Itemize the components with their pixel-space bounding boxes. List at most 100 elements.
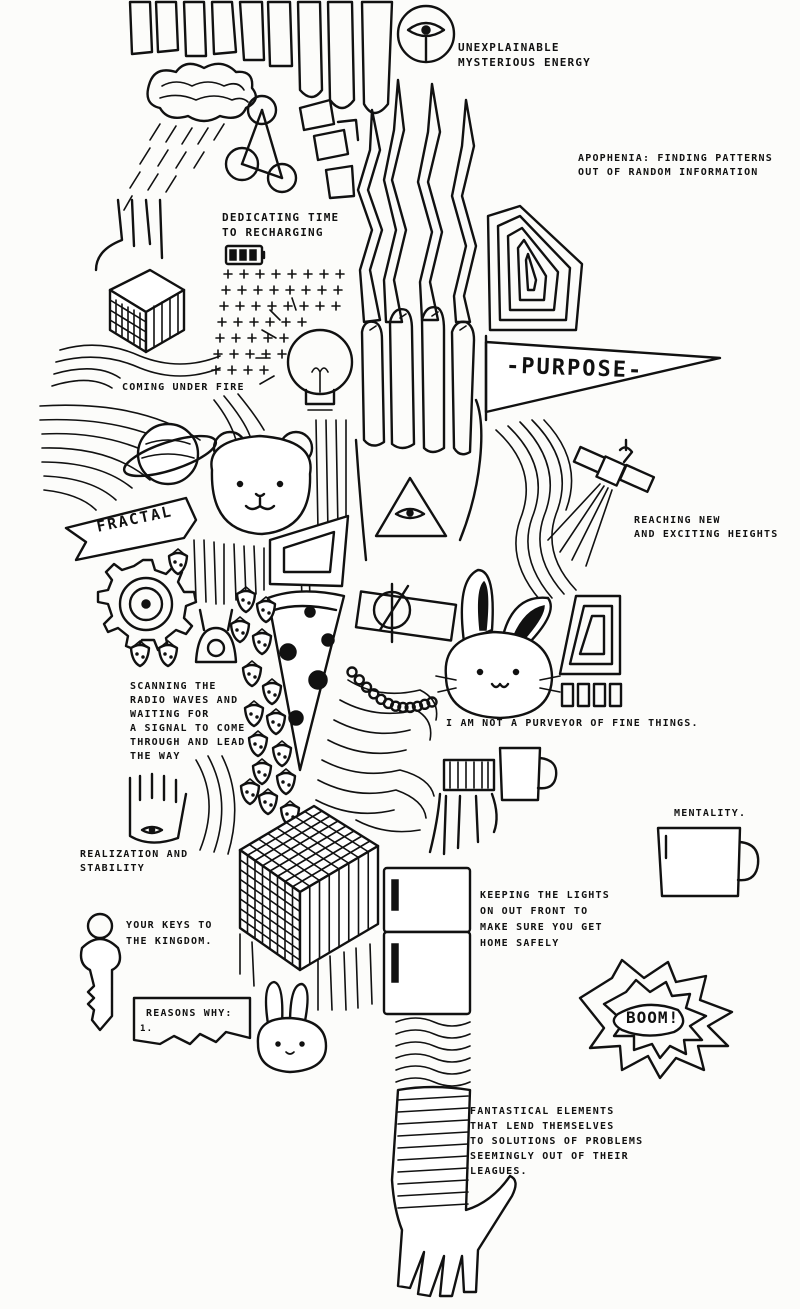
bicycle-icon: [224, 94, 298, 194]
note-reasons: REASONS WHY:: [146, 1008, 233, 1019]
plus-mark: [279, 333, 289, 343]
strawberry-icon: [167, 548, 189, 576]
plus-mark: [331, 301, 341, 311]
strawberry-icon: [275, 768, 297, 796]
bunny-icon: [435, 568, 561, 720]
plus-mark: [233, 317, 243, 327]
arm-wave-lines: [395, 1017, 471, 1087]
wave-line: [395, 1077, 471, 1087]
plus-mark: [271, 269, 281, 279]
plus-mark: [237, 285, 247, 295]
plus-mark: [243, 365, 253, 375]
plus-mark: [247, 333, 257, 343]
strawberry-icon: [241, 660, 263, 688]
plus-mark: [303, 269, 313, 279]
note-reasons-item: 1.: [140, 1024, 154, 1034]
plus-mark: [213, 349, 223, 359]
note-realization: REALIZATION AND STABILITY: [80, 848, 188, 876]
bead: [368, 688, 380, 700]
boom-text: BOOM!: [626, 1008, 680, 1027]
plus-mark: [251, 301, 261, 311]
ripple-lines-left: [39, 393, 265, 511]
note-line: AND EXCITING HEIGHTS: [634, 529, 779, 540]
note-line: OUT OF RANDOM INFORMATION: [578, 167, 759, 178]
wave-line: [395, 1017, 471, 1027]
note-line: THE WAY: [130, 751, 181, 762]
plus-grid: [211, 269, 345, 375]
lightbulb-icon: [255, 297, 354, 411]
strawberry-icon: [129, 640, 151, 668]
fractal-banner: [64, 496, 198, 562]
plus-mark: [253, 285, 263, 295]
spiral-icon: [486, 204, 584, 332]
reasons-box: [132, 996, 252, 1046]
plus-mark: [261, 349, 271, 359]
plus-mark: [263, 333, 273, 343]
wave-line: [395, 1053, 471, 1063]
hatch-lines: [193, 419, 347, 605]
mug-icon: [498, 746, 558, 802]
right-wave-strands: [495, 419, 577, 601]
plus-mark: [239, 269, 249, 279]
note-line: KEEPING THE LIGHTS: [480, 890, 610, 901]
glove-icon: [428, 758, 498, 856]
wavy-columns: [356, 78, 478, 324]
pennant-icon: [484, 334, 722, 422]
satellite-icon: [547, 438, 656, 567]
strawberry-icon: [261, 678, 283, 706]
plus-mark: [319, 269, 329, 279]
strawberry-icon: [251, 628, 273, 656]
note-line: FANTASTICAL ELEMENTS: [470, 1106, 615, 1117]
plus-mark: [285, 285, 295, 295]
note-coming-under-fire: COMING UNDER FIRE: [122, 382, 245, 393]
plus-mark: [249, 317, 259, 327]
bead: [389, 700, 402, 712]
plus-mark: [229, 349, 239, 359]
plus-mark: [299, 301, 309, 311]
strawberry-icon: [251, 758, 273, 786]
note-line: TO RECHARGING: [222, 226, 324, 239]
plus-mark: [227, 365, 237, 375]
plus-mark: [287, 269, 297, 279]
hanging-strips: [128, 0, 394, 115]
plus-mark: [255, 269, 265, 279]
bead: [426, 696, 438, 708]
wave-line: [395, 1065, 471, 1075]
note-mentality: MENTALITY.: [674, 808, 747, 819]
note-fantastical: FANTASTICAL ELEMENTS THAT LEND THEMSELVE…: [470, 1104, 643, 1179]
strawberry-icon: [229, 616, 251, 644]
note-apophenia: APOPHENIA: FINDING PATTERNS OUT OF RANDO…: [578, 152, 773, 180]
note-line: THE KINGDOM.: [126, 936, 213, 947]
battery-row: [560, 682, 623, 708]
plus-mark: [315, 301, 325, 311]
note-line: SEEMINGLY OUT OF THEIR: [470, 1151, 629, 1162]
plus-mark: [267, 301, 277, 311]
pizza-icon: [266, 514, 350, 772]
strawberry-icon: [265, 708, 287, 736]
plus-mark: [217, 317, 227, 327]
note-line: STABILITY: [80, 863, 145, 874]
hand-icon: [354, 306, 483, 562]
strawberry-icon: [271, 740, 293, 768]
planet-icon: [122, 422, 218, 486]
striped-arm-icon: [390, 1085, 517, 1298]
purpose-banner-text: -PURPOSE-: [505, 353, 644, 384]
spiral-square-icon: [558, 594, 622, 676]
cloud-icon: [123, 62, 258, 211]
strawberry-cluster: [129, 548, 301, 828]
bead: [353, 674, 365, 686]
grid-cube-icon: [238, 804, 380, 972]
strawberry-icon: [255, 596, 277, 624]
plus-mark: [219, 301, 229, 311]
note-lights: KEEPING THE LIGHTS ON OUT FRONT TO MAKE …: [480, 888, 610, 952]
palm-eye-icon: [128, 755, 236, 855]
plus-mark: [333, 285, 343, 295]
note-line: SCANNING THE: [130, 681, 217, 692]
gear-icon: [96, 558, 198, 652]
strawberry-icon: [239, 778, 261, 806]
eye-icon: [396, 4, 456, 64]
crossed-circle-icon: [354, 582, 458, 644]
note-line: ON OUT FRONT TO: [480, 906, 589, 917]
bear-icon: [210, 430, 314, 536]
